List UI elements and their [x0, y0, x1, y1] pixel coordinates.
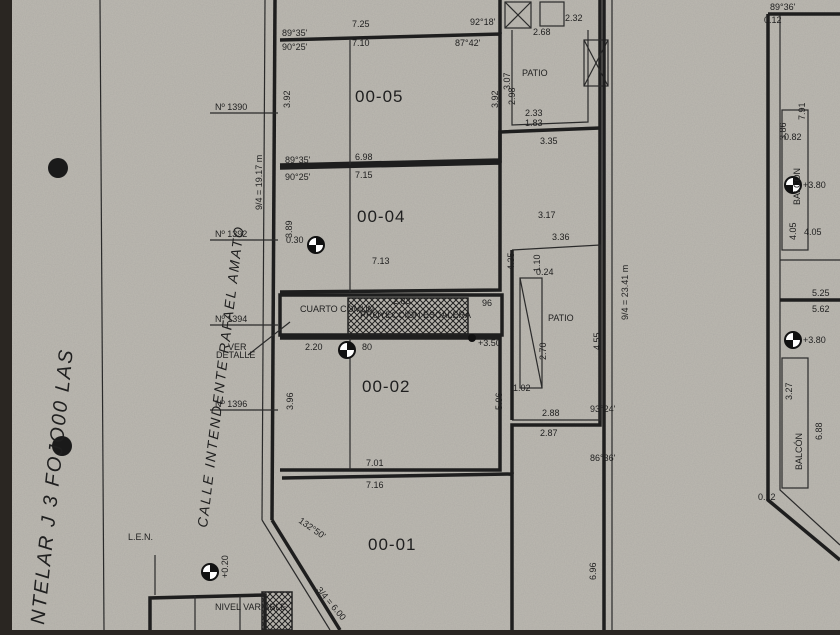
patio-label-lower: PATIO — [548, 313, 574, 323]
house-number-1392: Nº 1392 — [215, 229, 247, 239]
svg-text:6.88: 6.88 — [814, 422, 824, 440]
svg-text:4.05: 4.05 — [804, 227, 822, 237]
svg-text:93°24': 93°24' — [590, 404, 616, 414]
svg-text:90°25': 90°25' — [285, 172, 311, 182]
svg-text:3.92: 3.92 — [490, 90, 500, 108]
svg-text:7.25: 7.25 — [352, 19, 370, 29]
stair-projection-label: PROYECCION ESCALERA — [360, 310, 471, 320]
svg-text:6.98: 6.98 — [355, 152, 373, 162]
svg-text:1.02: 1.02 — [513, 383, 531, 393]
balcony-label-top: BALCON — [792, 168, 802, 205]
svg-text:86°36': 86°36' — [590, 453, 616, 463]
level-marker-3 — [201, 563, 219, 581]
stair-projection-hatch — [347, 297, 469, 335]
svg-text:89°35': 89°35' — [285, 155, 311, 165]
svg-text:2.83: 2.83 — [393, 296, 411, 306]
unit-label-00-02: 00-02 — [362, 377, 410, 396]
svg-text:0.12: 0.12 — [764, 15, 782, 25]
patio-label-upper: PATIO — [522, 68, 548, 78]
level-marker-4 — [784, 176, 802, 194]
svg-text:0.82: 0.82 — [784, 132, 802, 142]
svg-text:1.10: 1.10 — [532, 254, 542, 272]
svg-text:7.13: 7.13 — [372, 256, 390, 266]
svg-text:7.10: 7.10 — [352, 38, 370, 48]
svg-text:4.35: 4.35 — [506, 252, 516, 270]
svg-text:0.24: 0.24 — [536, 267, 554, 277]
svg-text:1.83: 1.83 — [525, 118, 543, 128]
balcony-label-bottom: BALCÓN — [794, 433, 804, 470]
svg-text:6.96: 6.96 — [588, 562, 598, 580]
detail-note-line1: VER — [228, 342, 247, 352]
svg-text:5.06: 5.06 — [494, 392, 504, 410]
level-marker-1 — [307, 236, 325, 254]
svg-text:2.68: 2.68 — [533, 27, 551, 37]
svg-text:3.27: 3.27 — [784, 382, 794, 400]
house-number-1390: Nº 1390 — [215, 102, 247, 112]
level-marker-2 — [338, 341, 356, 359]
svg-text:89°35': 89°35' — [282, 28, 308, 38]
svg-text:7.01: 7.01 — [366, 458, 384, 468]
unit-label-00-04: 00-04 — [357, 207, 405, 226]
house-number-1396: Nº 1396 — [215, 399, 247, 409]
svg-text:3.35: 3.35 — [540, 136, 558, 146]
svg-text:+3.50: +3.50 — [478, 338, 501, 348]
svg-text:7.91: 7.91 — [797, 102, 807, 120]
svg-text:5.25: 5.25 — [812, 288, 830, 298]
baseline-left: 9/4 = 19.17 m — [254, 155, 264, 210]
svg-text:3.86: 3.86 — [778, 122, 788, 140]
common-room-label: CUARTO COMUN — [300, 304, 374, 314]
binder-hole-top — [48, 158, 68, 178]
svg-text:87°42': 87°42' — [455, 38, 481, 48]
detail-note-line2: DETALLE — [216, 350, 255, 360]
svg-text:7.15: 7.15 — [355, 170, 373, 180]
svg-text:3.17: 3.17 — [538, 210, 556, 220]
floor-plan — [148, 0, 840, 631]
svg-text:3.07: 3.07 — [502, 72, 512, 90]
svg-text:2.70: 2.70 — [538, 342, 548, 360]
svg-text:96: 96 — [482, 298, 492, 308]
svg-text:+0.20: +0.20 — [220, 555, 230, 578]
svg-text:92°18': 92°18' — [470, 17, 496, 27]
unit-label-00-01: 00-01 — [368, 535, 416, 554]
svg-text:89°36': 89°36' — [770, 2, 796, 12]
svg-text:80: 80 — [362, 342, 372, 352]
svg-text:4.55: 4.55 — [592, 332, 602, 350]
svg-text:2.32: 2.32 — [565, 13, 583, 23]
baseline-right: 9/4 = 23.41 m — [620, 265, 630, 320]
unit-label-00-05: 00-05 — [355, 87, 403, 106]
svg-text:90°25': 90°25' — [282, 42, 308, 52]
binder-hole-bottom — [52, 436, 72, 456]
svg-text:0.30: 0.30 — [286, 235, 304, 245]
level-marker-5 — [784, 331, 802, 349]
svg-text:2.33: 2.33 — [525, 108, 543, 118]
svg-text:2.87: 2.87 — [540, 428, 558, 438]
len-mark: L.E.N. — [128, 532, 153, 542]
svg-text:+3.80: +3.80 — [803, 335, 826, 345]
svg-text:0.12: 0.12 — [758, 492, 776, 502]
svg-text:+3.80: +3.80 — [803, 180, 826, 190]
dimension-labels: 7.25 7.10 6.98 7.15 7.13 7.01 7.16 3.92 … — [220, 13, 830, 580]
svg-text:2.88: 2.88 — [542, 408, 560, 418]
level-marker-6 — [468, 334, 476, 342]
svg-text:3.89: 3.89 — [284, 220, 294, 238]
svg-text:5.62: 5.62 — [812, 304, 830, 314]
svg-text:2.98: 2.98 — [507, 87, 517, 105]
variable-level-label: NIVEL VARIABLE — [215, 602, 287, 612]
svg-text:2.20: 2.20 — [305, 342, 323, 352]
house-number-1394: Nº 1394 — [215, 314, 247, 324]
svg-text:3.92: 3.92 — [282, 90, 292, 108]
svg-text:4.05: 4.05 — [788, 222, 798, 240]
svg-text:7.16: 7.16 — [366, 480, 384, 490]
svg-text:3.96: 3.96 — [285, 392, 295, 410]
svg-text:3.36: 3.36 — [552, 232, 570, 242]
